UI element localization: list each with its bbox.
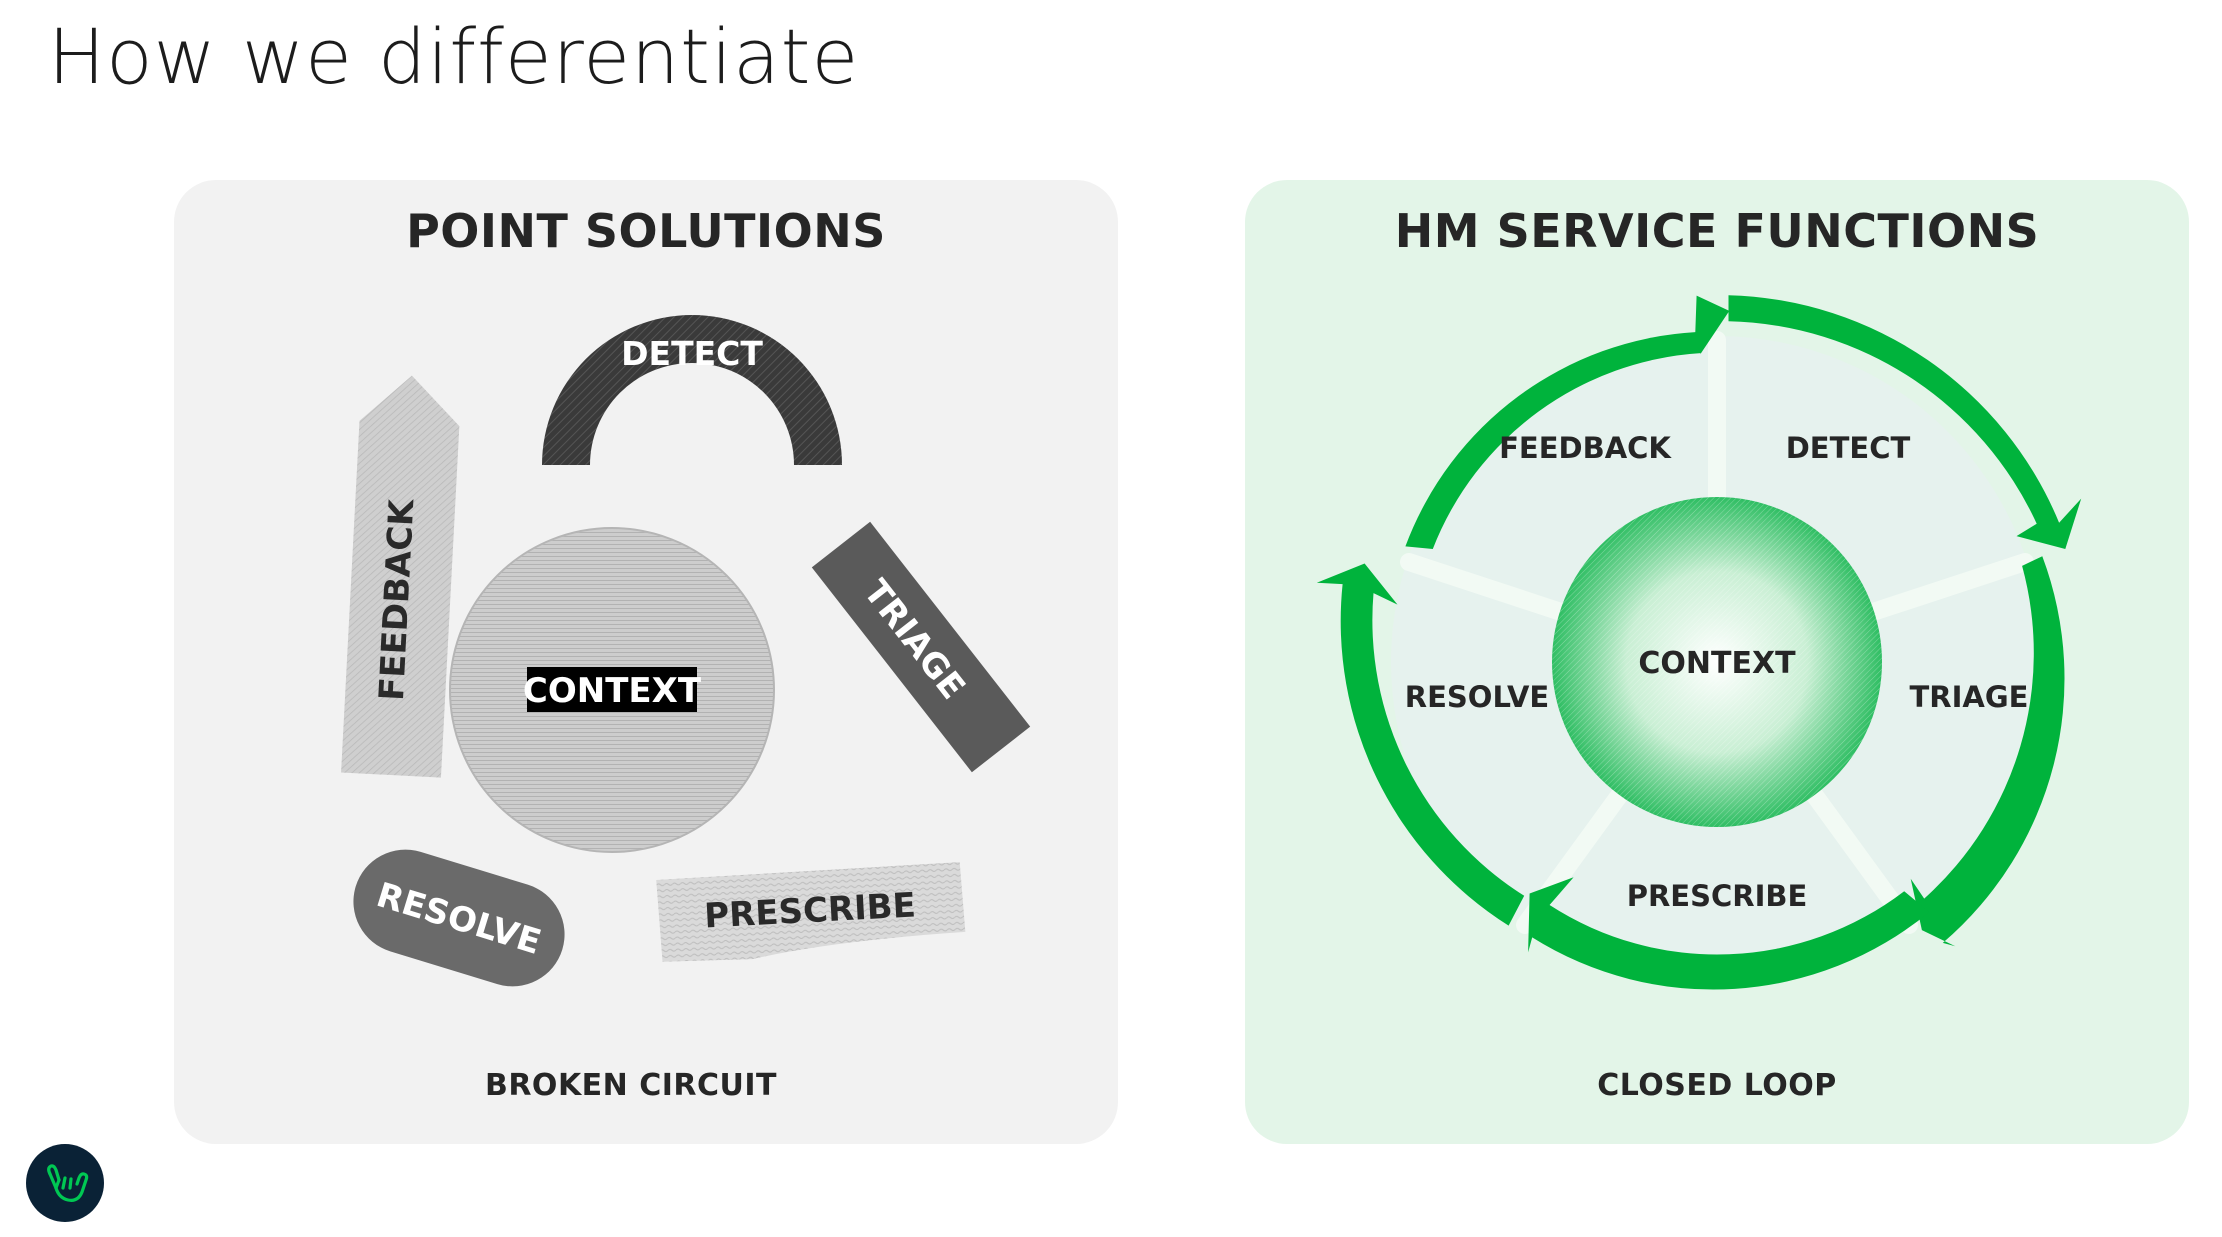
arrow-triage-to-prescribe: [1910, 556, 2065, 947]
loop-triage-label: TRIAGE: [1910, 680, 2029, 714]
context-circle: CONTEXT: [449, 527, 775, 853]
closed-loop-caption: CLOSED LOOP: [1597, 1068, 1837, 1103]
closed-loop-arrows: [1316, 295, 2082, 990]
loop-feedback-label: FEEDBACK: [1499, 431, 1672, 465]
loop-prescribe-label: PRESCRIBE: [1627, 879, 1808, 913]
broken-circuit-diagram: DETECT FEEDBACK CONTEXT TRIAGE RESOLVE P…: [341, 315, 1031, 987]
hm-service-functions-heading: HM SERVICE FUNCTIONS: [1394, 204, 2040, 258]
detect-arch: DETECT: [542, 315, 842, 465]
loop-context-label: CONTEXT: [1638, 646, 1796, 681]
loop-detect-label: DETECT: [1786, 431, 1911, 465]
resolve-pill: RESOLVE: [353, 849, 565, 987]
triage-bar: TRIAGE: [811, 521, 1031, 773]
closed-loop-diagram: FEEDBACK DETECT TRIAGE PRESCRIBE RESOLVE…: [1316, 295, 2082, 990]
broken-circuit-caption: BROKEN CIRCUIT: [484, 1068, 778, 1103]
arrow-feedback-to-detect: [1405, 295, 1730, 549]
arrow-detect-to-triage: [1728, 295, 2082, 549]
arrow-resolve-to-feedback: [1316, 563, 1525, 926]
point-solutions-panel: POINT SOLUTIONS DETECT: [174, 180, 1118, 1144]
point-solutions-heading: POINT SOLUTIONS: [406, 204, 886, 258]
hm-service-functions-panel: HM SERVICE FUNCTIONS: [1245, 180, 2189, 1144]
context-label: CONTEXT: [523, 671, 702, 711]
loop-context-sphere: CONTEXT: [1552, 497, 1882, 827]
page-title: How we differentiate: [48, 12, 860, 101]
loop-resolve-label: RESOLVE: [1405, 680, 1549, 714]
shaka-hand-icon: [47, 1164, 89, 1202]
prescribe-banner: PRESCRIBE: [656, 862, 966, 962]
brand-logo: [26, 1144, 104, 1222]
feedback-arrow: FEEDBACK: [341, 375, 460, 778]
detect-label: DETECT: [621, 334, 763, 373]
arrow-prescribe-to-resolve: [1528, 877, 1930, 990]
